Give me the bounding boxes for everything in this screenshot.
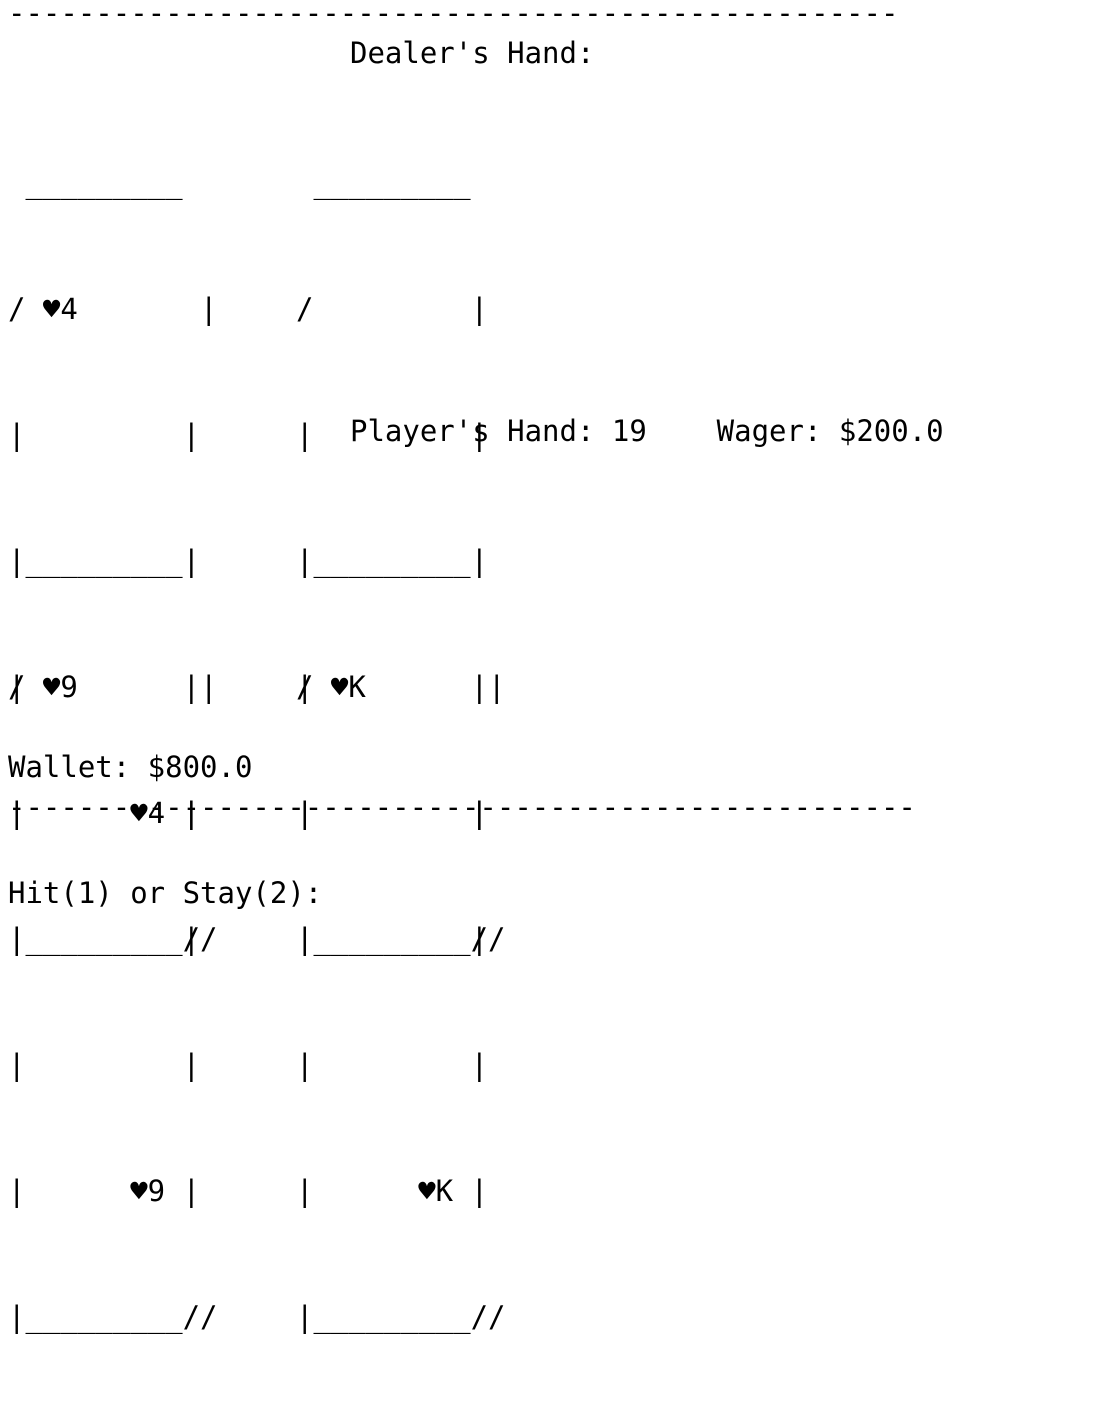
wallet-balance: Wallet: $800.0 — [8, 750, 253, 784]
card-top-edge: _________ — [296, 166, 471, 200]
card-row: | | — [296, 544, 489, 578]
card-row-rank-bottom: | ♥9 | — [8, 1174, 201, 1208]
card-top-edge: _________ — [296, 544, 471, 578]
card-row: | | — [296, 796, 489, 830]
card-bottom-edge: |_________// — [8, 1300, 218, 1334]
card-row-rank-top: / ♥K | — [296, 670, 506, 704]
action-prompt[interactable]: Hit(1) or Stay(2): — [8, 876, 323, 910]
card-bottom-edge: |_________// — [296, 1300, 506, 1334]
player-card-2: _________ / ♥K | | | | | | | | ♥K | |___… — [296, 456, 506, 1422]
card-row-rank-top: / ♥9 | — [8, 670, 218, 704]
player-card-1: _________ / ♥9 | | | | | | | | ♥9 | |___… — [8, 456, 218, 1422]
card-row: | | — [8, 1048, 201, 1082]
card-row: | | — [8, 544, 201, 578]
card-row: | | — [8, 670, 201, 704]
card-row: | | — [296, 670, 489, 704]
card-row: | | — [8, 418, 201, 452]
card-row: | | — [8, 922, 201, 956]
dealer-hand-title: Dealer's Hand: — [350, 36, 595, 70]
card-top-edge: _________ — [8, 166, 183, 200]
card-top-edge: _________ — [8, 544, 183, 578]
card-row-rank-bottom: | ♥4 | — [8, 796, 201, 830]
player-hand-title: Player's Hand: 19 Wager: $200.0 — [350, 414, 944, 448]
bottom-divider: ----------------------------------------… — [8, 790, 916, 824]
card-row: | | — [296, 922, 489, 956]
card-row: | | — [296, 418, 489, 452]
card-row-rank-bottom: | ♥K | — [296, 1174, 489, 1208]
card-row: / | — [296, 292, 489, 326]
card-row-rank-top: / ♥4 | — [8, 292, 218, 326]
card-row: | | — [296, 796, 489, 830]
top-divider: ----------------------------------------… — [8, 0, 899, 30]
card-row: | | — [296, 1048, 489, 1082]
card-row: | | — [8, 796, 201, 830]
